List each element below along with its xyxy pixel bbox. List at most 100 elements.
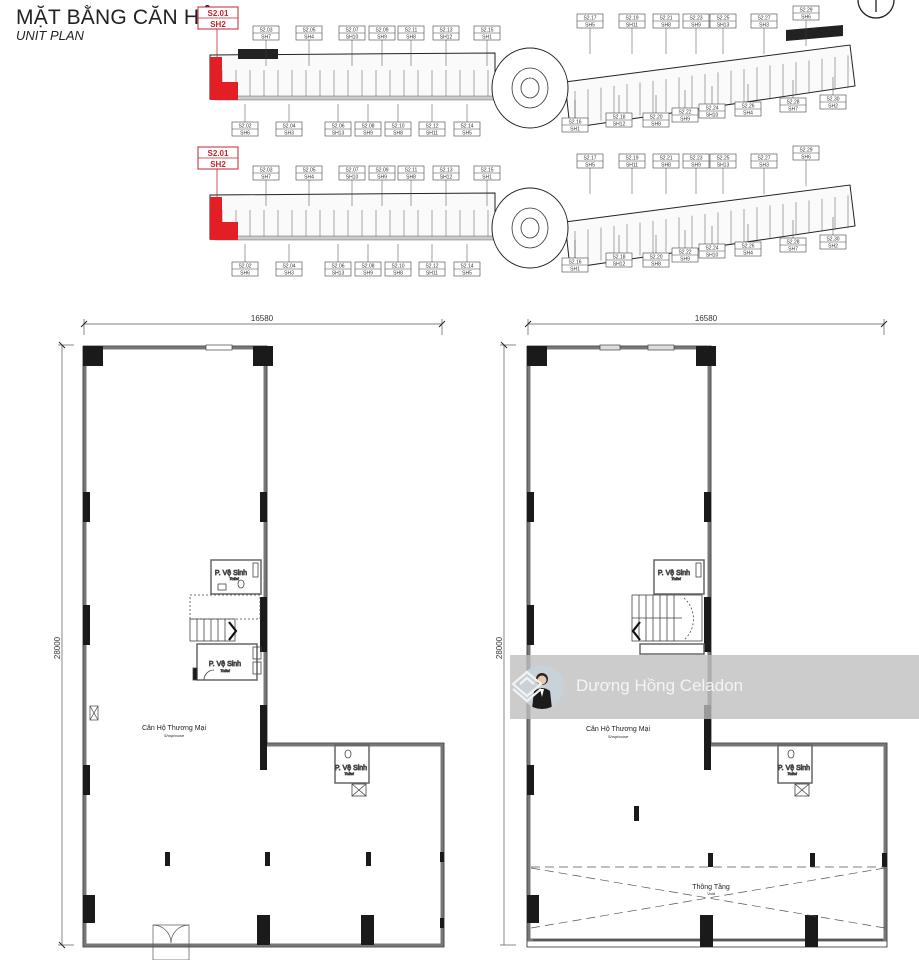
unit-code: S2.09 [375, 168, 388, 174]
floor-plan-upper: 16580 28000 [495, 314, 888, 948]
void-label: Thông Tầng [692, 882, 730, 891]
unit-type: SH3 [759, 163, 769, 169]
wc-small: P. Vệ Sinh Toilet [334, 744, 370, 797]
unit-code: S2.30 [826, 237, 839, 243]
watermark-banner: Dương Hồng Celadon [510, 655, 919, 719]
unit-code: S2.09 [375, 28, 388, 34]
unit-type: SH8 [651, 262, 661, 268]
unit-code: S2.02 [238, 124, 251, 130]
unit-code: S2.15 [480, 28, 493, 34]
core-stair-wc: P. Vệ Sinh Toilet P. Vệ Sinh Toilet [189, 559, 262, 681]
unit-code: S2.04 [282, 124, 295, 130]
window [205, 344, 233, 351]
unit-type: SH13 [332, 131, 345, 137]
unit-code: S2.18 [612, 115, 625, 121]
highlighted-unit [210, 57, 238, 100]
width-dim-label: 16580 [251, 314, 274, 323]
void-sub-label: Void [707, 891, 716, 896]
unit-type: SH3 [284, 131, 294, 137]
north-arrow-icon [857, 0, 895, 19]
page-title: MẶT BẰNG CĂN HỘ [16, 6, 216, 29]
unit-code: S2.27 [757, 16, 770, 22]
unit-type: SH12 [440, 35, 453, 41]
height-dim-label: 28000 [53, 636, 62, 659]
unit-type: SH9 [680, 257, 690, 263]
wc-label-4: P. Vệ Sinh [658, 570, 690, 577]
width-dim-label-2: 16580 [695, 314, 718, 323]
highlighted-type: SH2 [210, 20, 226, 29]
unit-type: SH11 [426, 131, 438, 137]
unit-type: SH4 [304, 175, 314, 181]
unit-code: S2.05 [302, 28, 315, 34]
unit-code: S2.03 [259, 28, 272, 34]
unit-type: SH5 [462, 271, 472, 277]
wc-sub-label-2: Toilet [220, 668, 230, 673]
unit-code: S2.11 [405, 28, 418, 34]
unit-code: S2.15 [480, 168, 493, 174]
unit-type: SH5 [462, 131, 472, 137]
height-dim-label-2: 28000 [495, 636, 504, 659]
unit-type: SH2 [828, 104, 838, 110]
unit-type: SH7 [261, 175, 271, 181]
unit-type: SH6 [801, 155, 811, 161]
unit-type: SH1 [482, 35, 492, 41]
unit-code: S2.25 [716, 16, 729, 22]
unit-code: S2.08 [361, 124, 374, 130]
unit-type: SH10 [706, 113, 719, 119]
watermark-name: Dương Hồng Celadon [576, 676, 744, 695]
unit-type: SH1 [570, 127, 580, 133]
unit-type: SH13 [717, 23, 730, 29]
wc-small-2: P. Vệ Sinh Toilet [777, 744, 813, 797]
unit-code: S2.28 [786, 240, 799, 246]
unit-code: S2.25 [716, 156, 729, 162]
unit-type: SH9 [680, 117, 690, 123]
unit-code: S2.02 [238, 264, 251, 270]
structural-columns-2 [527, 346, 887, 947]
unit-type: SH12 [613, 122, 626, 128]
unit-type: SH9 [377, 35, 387, 41]
entry-door [152, 924, 190, 960]
unit-code: S2.23 [689, 16, 702, 22]
unit-type: SH6 [801, 15, 811, 21]
unit-code: S2.10 [391, 124, 404, 130]
floor-plan-ground: 16580 28000 [53, 314, 446, 960]
unit-type: SH8 [393, 271, 403, 277]
wc-label-5: P. Vệ Sinh [778, 765, 810, 772]
unit-code: S2.12 [425, 264, 438, 270]
unit-type: SH11 [426, 271, 438, 277]
structural-columns [83, 346, 444, 945]
highlighted-type: SH2 [210, 160, 226, 169]
unit-code: S2.19 [625, 156, 638, 162]
unit-code: S2.06 [331, 264, 344, 270]
unit-type: SH1 [482, 175, 492, 181]
unit-code: S2.05 [302, 168, 315, 174]
unit-code: S2.03 [259, 168, 272, 174]
height-dimension: 28000 [53, 341, 74, 949]
unit-type: SH4 [743, 111, 753, 117]
width-dimension-2: 16580 [524, 314, 888, 335]
unit-type: SH10 [706, 253, 719, 259]
unit-code: S2.07 [345, 168, 358, 174]
height-dimension-2: 28000 [495, 341, 516, 946]
